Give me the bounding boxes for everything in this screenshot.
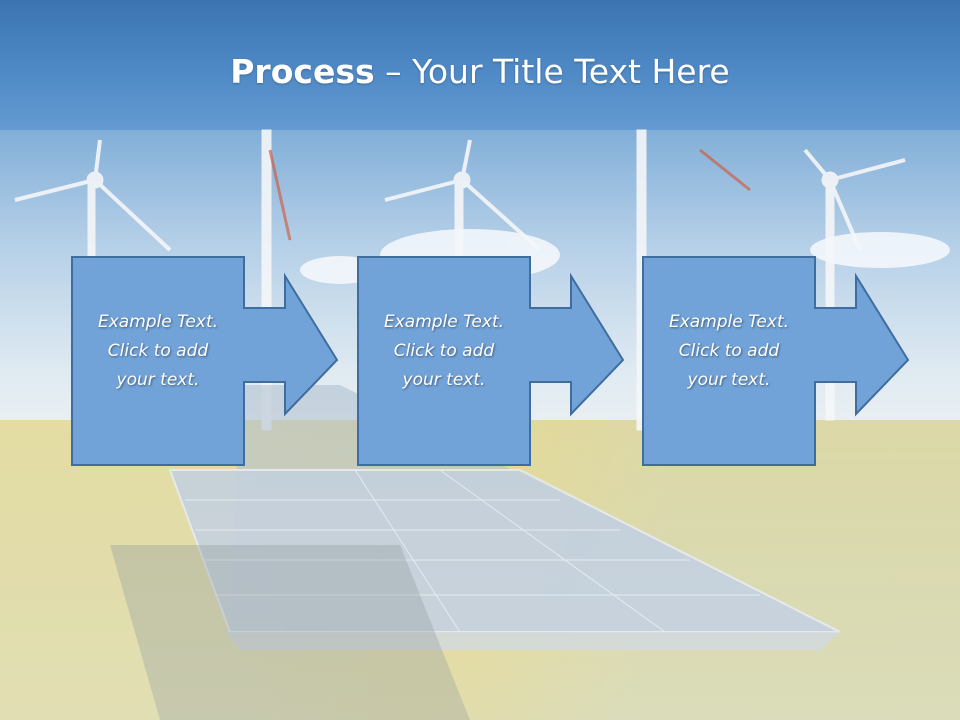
- process-step-2[interactable]: Example Text. Click to add your text.: [357, 256, 757, 466]
- arrow-callout-shape: [642, 256, 910, 466]
- wind-turbines: [14, 129, 906, 431]
- header-band: [0, 0, 960, 130]
- process-step-1[interactable]: Example Text. Click to add your text.: [71, 256, 471, 466]
- arrow-callout-shape: [357, 256, 625, 466]
- slide-title[interactable]: Process – Your Title Text Here: [0, 52, 960, 91]
- title-bold: Process: [230, 52, 375, 91]
- step-3-text[interactable]: Example Text. Click to add your text.: [668, 312, 790, 390]
- step-1-text[interactable]: Example Text. Click to add your text.: [97, 312, 219, 390]
- process-step-3[interactable]: Example Text. Click to add your text.: [642, 256, 960, 466]
- arrow-callout-shape: [71, 256, 339, 466]
- title-rest: – Your Title Text Here: [374, 52, 730, 91]
- step-2-text[interactable]: Example Text. Click to add your text.: [383, 312, 505, 390]
